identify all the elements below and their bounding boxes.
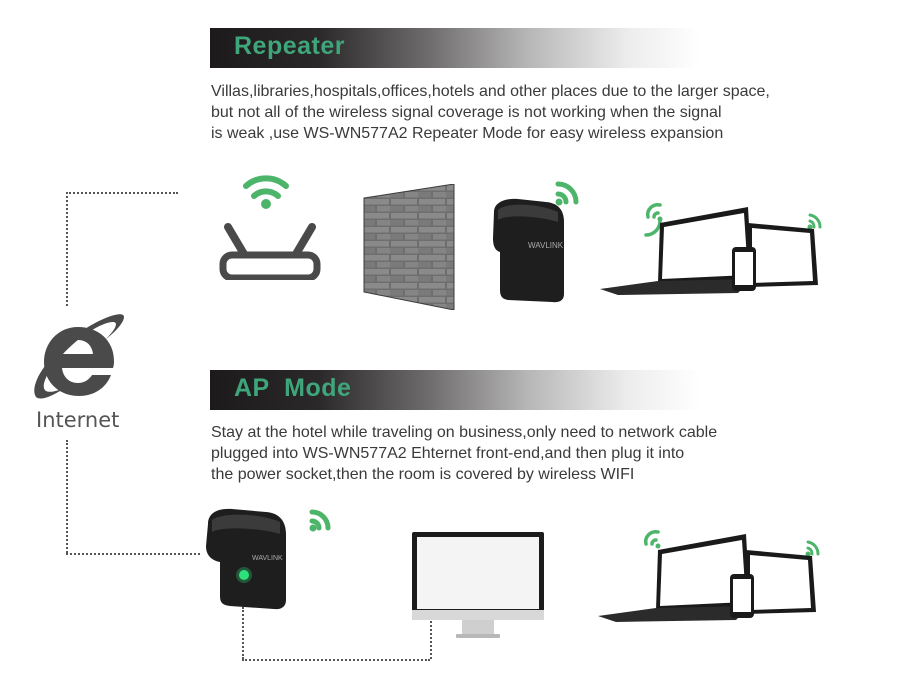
status-led — [239, 570, 249, 580]
repeater-description: Villas,libraries,hospitals,offices,hotel… — [211, 81, 770, 144]
wifi-icon — [644, 530, 660, 546]
wifi-icon — [808, 213, 822, 229]
router-icon — [219, 175, 321, 282]
desktop-monitor — [410, 526, 546, 646]
ie-logo-icon — [34, 314, 125, 399]
router-device — [214, 170, 324, 282]
brick-wall — [362, 183, 457, 311]
ap-mode-banner: AP Mode — [210, 370, 700, 410]
ap-description-line: plugged into WS-WN577A2 Ehternet front-e… — [211, 445, 685, 462]
ethernet-line-vertical-right — [430, 618, 432, 659]
ap-mode-description: Stay at the hotel while traveling on bus… — [211, 422, 717, 485]
laptop-base — [600, 279, 752, 295]
ap-mode-title: AP Mode — [234, 374, 352, 402]
wifi-icon — [243, 175, 289, 199]
brand-logo: WAVLINK — [528, 241, 564, 250]
wavlink-repeater-device: WAVLINK — [488, 172, 584, 307]
internet-node — [28, 305, 128, 405]
laptop-base — [598, 606, 750, 622]
wifi-icon — [644, 203, 662, 237]
connection-line-top-vertical — [66, 192, 68, 306]
repeater-title: Repeater — [234, 32, 345, 60]
repeater-description-line: but not all of the wireless signal cover… — [211, 104, 722, 121]
ethernet-line-vertical-left — [242, 607, 244, 659]
connection-line-top-horizontal — [66, 192, 178, 194]
client-devices-group — [596, 522, 828, 627]
ap-description-line: Stay at the hotel while traveling on bus… — [211, 424, 718, 441]
wifi-icon — [309, 509, 331, 532]
connection-line-bottom-vertical — [66, 440, 68, 553]
internet-label: Internet — [36, 408, 120, 432]
wifi-icon — [806, 540, 820, 556]
wifi-icon — [555, 181, 579, 206]
repeater-description-line: Villas,libraries,hospitals,offices,hotel… — [211, 83, 770, 100]
ap-description-line: the power socket,then the room is covere… — [211, 466, 635, 483]
brand-logo: WAVLINK — [252, 555, 283, 562]
connection-line-bottom-horizontal — [66, 553, 200, 555]
client-devices-group — [598, 195, 830, 300]
repeater-description-line: is weak ,use WS-WN577A2 Repeater Mode fo… — [211, 125, 724, 142]
repeater-banner: Repeater — [210, 28, 700, 68]
ethernet-line-horizontal — [242, 659, 430, 661]
wavlink-ap-device: WAVLINK — [200, 500, 335, 612]
